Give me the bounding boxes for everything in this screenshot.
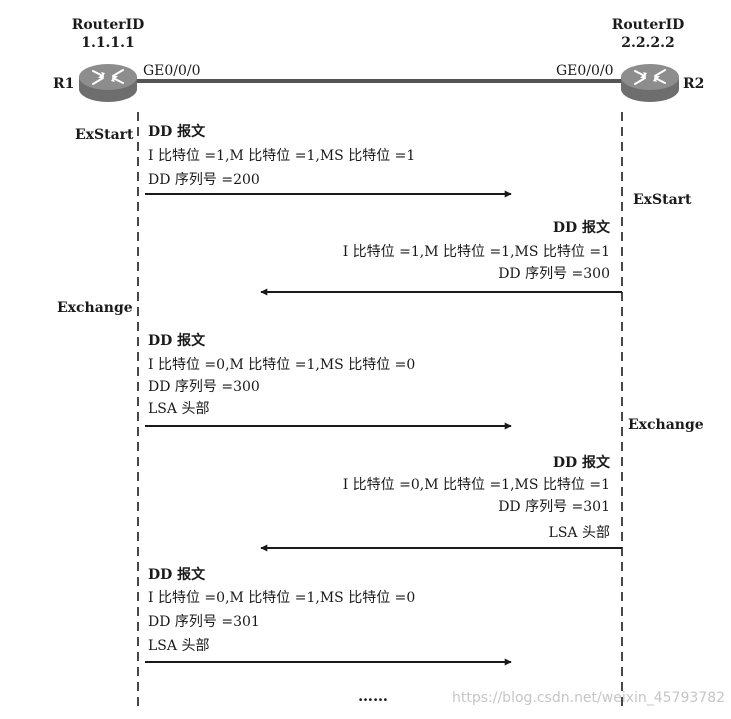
msg-5-title: DD 报文 [148, 567, 206, 583]
msg-3-line-2: DD 序列号 =300 [148, 379, 260, 395]
r2-router-id: 2.2.2.2 [621, 35, 675, 51]
msg-1-line-2: DD 序列号 =200 [148, 172, 260, 188]
r1-router-icon [79, 64, 137, 102]
msg-1-title: DD 报文 [148, 124, 206, 140]
msg-5-line-1: I 比特位 =0,M 比特位 =1,MS 比特位 =0 [148, 590, 416, 606]
msg-4-line-3: LSA 头部 [548, 525, 610, 541]
msg-5-line-3: LSA 头部 [148, 638, 210, 654]
r1-router-id-label: RouterID [71, 17, 145, 33]
msg-1-line-1: I 比特位 =1,M 比特位 =1,MS 比特位 =1 [148, 148, 416, 164]
msg-5-line-2: DD 序列号 =301 [148, 614, 260, 630]
msg-4-title: DD 报文 [552, 455, 610, 471]
r2-name: R2 [683, 76, 705, 92]
watermark: https://blog.csdn.net/weixin_45793782 [452, 690, 726, 706]
r1-name: R1 [53, 76, 75, 92]
r2-port: GE0/0/0 [556, 63, 614, 79]
r2-router-icon [621, 64, 679, 102]
r2-router-id-label: RouterID [611, 17, 685, 33]
msg-4-line-1: I 比特位 =0,M 比特位 =1,MS 比特位 =1 [342, 477, 610, 493]
msg-4-line-2: DD 序列号 =301 [498, 499, 610, 515]
r1-port: GE0/0/0 [143, 63, 201, 79]
r2-state-exchange: Exchange [628, 417, 704, 433]
r1-state-exchange: Exchange [57, 300, 133, 316]
msg-3-line-3: LSA 头部 [148, 401, 210, 417]
msg-2-line-2: DD 序列号 =300 [498, 266, 610, 282]
msg-3-line-1: I 比特位 =0,M 比特位 =1,MS 比特位 =0 [148, 357, 416, 373]
continuation-ellipsis: …… [358, 687, 388, 705]
msg-3-title: DD 报文 [148, 333, 206, 349]
r2-state-exstart: ExStart [633, 192, 692, 208]
r1-router-id: 1.1.1.1 [81, 35, 135, 51]
r1-state-exstart: ExStart [75, 127, 134, 143]
msg-2-line-1: I 比特位 =1,M 比特位 =1,MS 比特位 =1 [342, 244, 610, 260]
msg-2-title: DD 报文 [552, 220, 610, 236]
